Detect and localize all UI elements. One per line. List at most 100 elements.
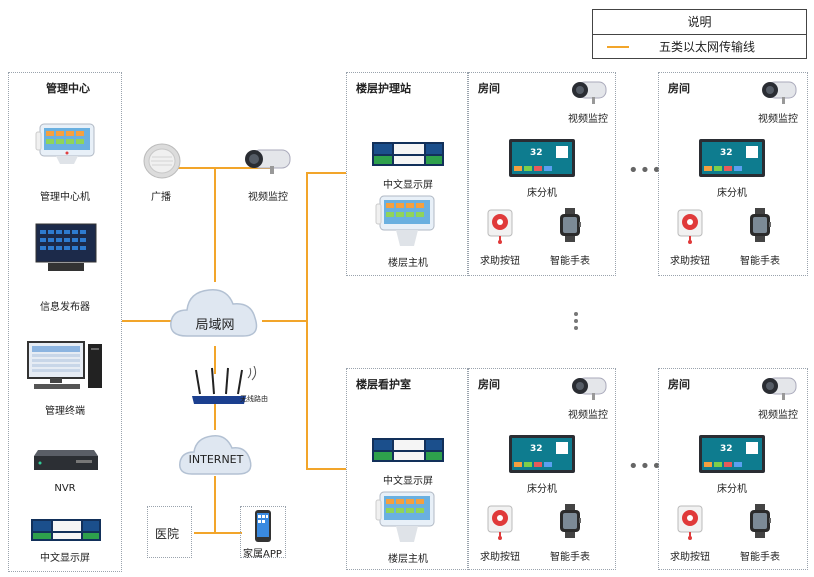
room-panel-1 <box>468 72 616 276</box>
station-panel-1 <box>346 72 468 276</box>
management-item-display: 中文显示屏 <box>40 553 90 564</box>
room-camera-label-2: 视频监控 <box>758 114 798 125</box>
nvr-icon <box>34 450 98 470</box>
ellipsis-vertical <box>574 312 578 330</box>
bed-screen-number-2: 32 <box>720 148 733 158</box>
room-title-3: 房间 <box>478 378 500 391</box>
room-title-1: 房间 <box>478 82 500 95</box>
help-button-label-3: 求助按钮 <box>480 552 520 563</box>
line-lan-right <box>262 320 306 322</box>
station-title-2: 楼层看护室 <box>356 378 411 391</box>
station-display-label-1: 中文显示屏 <box>383 180 433 191</box>
station-host-icon-2 <box>375 491 435 542</box>
station-panel-2 <box>346 368 468 570</box>
line-lan-up <box>214 167 216 282</box>
ellipsis-horizontal-top: ••• <box>628 160 663 181</box>
station-host-icon-1 <box>375 195 435 246</box>
station-display-label-2: 中文显示屏 <box>383 476 433 487</box>
help-button-icon-3 <box>487 505 513 540</box>
line-mgmt-lan <box>122 320 180 322</box>
room-camera-icon-2 <box>762 81 797 104</box>
smart-watch-icon-4 <box>750 504 771 538</box>
mgmt-display-screen-icon <box>31 519 101 541</box>
smart-watch-icon-2 <box>750 208 771 242</box>
smart-watch-icon-3 <box>560 504 581 538</box>
station-display-screen-icon-1 <box>372 142 444 166</box>
room-title-2: 房间 <box>668 82 690 95</box>
bed-terminal-label-3: 床分机 <box>527 484 557 495</box>
family-app-box <box>240 506 286 558</box>
line-lan-router <box>214 346 216 374</box>
management-item-nvr: NVR <box>54 483 76 494</box>
bed-screen-number-4: 32 <box>720 444 733 454</box>
room-camera-label-4: 视频监控 <box>758 410 798 421</box>
line-vertical-bus <box>306 172 308 469</box>
bed-terminal-icon-1: 32 <box>509 139 575 177</box>
management-terminal-icon <box>27 341 102 389</box>
management-title: 管理中心 <box>46 82 90 95</box>
line-internet-down <box>214 476 216 534</box>
management-panel <box>8 72 122 572</box>
room-camera-icon-3 <box>572 377 607 400</box>
legend-line-swatch <box>607 46 629 48</box>
router-label: 无线路由 <box>240 395 268 403</box>
legend-item: 五类以太网传输线 <box>593 35 806 59</box>
hospital-box <box>147 506 192 558</box>
lan-label: 局域网 <box>195 318 235 333</box>
room-title-4: 房间 <box>668 378 690 391</box>
management-item-host: 管理中心机 <box>40 192 90 203</box>
bed-terminal-icon-4: 32 <box>699 435 765 473</box>
lan-cloud-icon <box>170 289 258 337</box>
bed-screen-number-1: 32 <box>530 148 543 158</box>
smart-watch-label-4: 智能手表 <box>740 552 780 563</box>
broadcast-speaker-icon <box>143 143 181 179</box>
bed-terminal-label-1: 床分机 <box>527 188 557 199</box>
station-host-label-2: 楼层主机 <box>388 554 428 565</box>
room-panel-2 <box>658 72 808 276</box>
room-camera-icon-1 <box>572 81 607 104</box>
station-host-label-1: 楼层主机 <box>388 258 428 269</box>
room-camera-label-1: 视频监控 <box>568 114 608 125</box>
smart-watch-label-3: 智能手表 <box>550 552 590 563</box>
management-item-publisher: 信息发布器 <box>40 302 90 313</box>
management-host-icon <box>35 123 95 164</box>
management-item-terminal: 管理终端 <box>45 406 85 417</box>
help-button-icon-4 <box>677 505 703 540</box>
smart-watch-icon-1 <box>560 208 581 242</box>
hospital-label: 医院 <box>155 527 180 541</box>
bed-screen-number-3: 32 <box>530 444 543 454</box>
help-button-icon-2 <box>677 209 703 244</box>
line-top-bar <box>160 167 270 169</box>
room-camera-label-3: 视频监控 <box>568 410 608 421</box>
room-camera-icon-4 <box>762 377 797 400</box>
info-publisher-icon <box>35 223 97 271</box>
bed-terminal-label-2: 床分机 <box>717 188 747 199</box>
help-button-label-2: 求助按钮 <box>670 256 710 267</box>
lan-camera-icon <box>245 149 291 174</box>
station-title-1: 楼层护理站 <box>356 82 411 95</box>
lan-camera-label: 视频监控 <box>248 192 288 203</box>
broadcast-label: 广播 <box>151 192 171 203</box>
line-router-internet <box>214 404 216 430</box>
station-display-screen-icon-2 <box>372 438 444 462</box>
smart-watch-label-2: 智能手表 <box>740 256 780 267</box>
help-button-label-4: 求助按钮 <box>670 552 710 563</box>
bed-terminal-label-4: 床分机 <box>717 484 747 495</box>
legend-title: 说明 <box>593 10 806 35</box>
bed-terminal-icon-3: 32 <box>509 435 575 473</box>
room-panel-4 <box>658 368 808 570</box>
legend-item-label: 五类以太网传输线 <box>659 40 756 54</box>
help-button-icon-1 <box>487 209 513 244</box>
smart-watch-label-1: 智能手表 <box>550 256 590 267</box>
line-to-station2 <box>306 468 346 470</box>
wireless-router-icon <box>192 366 257 404</box>
family-app-label: 家属APP <box>243 549 282 560</box>
line-to-station1 <box>306 172 346 174</box>
internet-cloud-icon <box>179 435 252 475</box>
legend: 说明 五类以太网传输线 <box>592 9 807 59</box>
phone-icon <box>255 510 271 542</box>
internet-label: INTERNET <box>188 453 244 466</box>
ellipsis-horizontal-bottom: ••• <box>628 456 663 477</box>
room-panel-3 <box>468 368 616 570</box>
help-button-label-1: 求助按钮 <box>480 256 520 267</box>
